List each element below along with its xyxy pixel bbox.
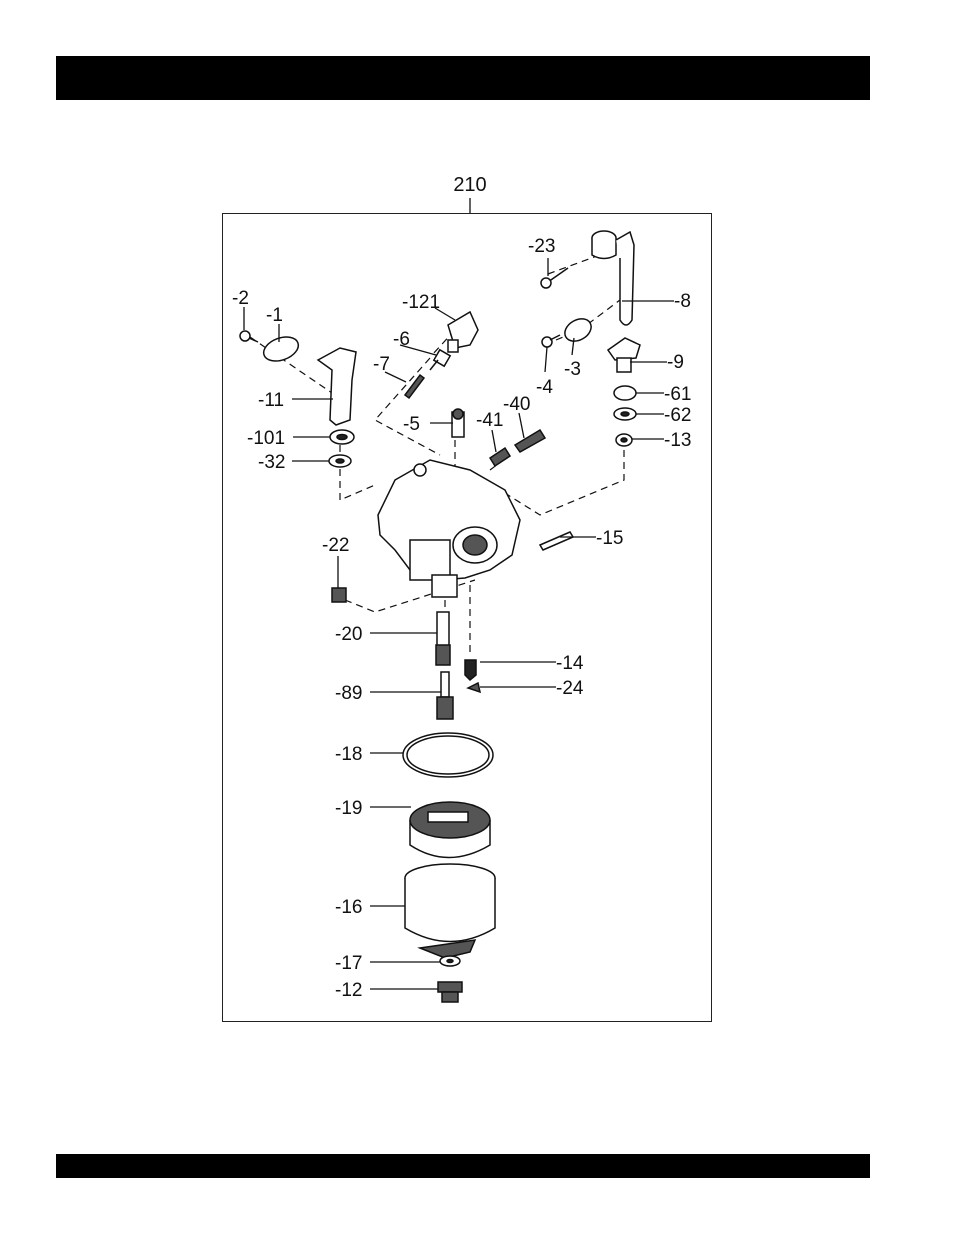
callout-32: -32 (258, 452, 285, 473)
callout-24: -24 (556, 678, 584, 699)
main-jet-89-part (437, 672, 453, 719)
callout-16: -16 (335, 897, 362, 918)
carburetor-body-part (378, 460, 520, 597)
float-bowl-16-part (405, 864, 495, 958)
washer-17-part (440, 956, 460, 966)
idle-screw-6-part (430, 350, 450, 370)
callout-23: -23 (528, 236, 555, 257)
callout-7: -7 (373, 354, 390, 375)
throttle-stop-9-part (608, 338, 640, 372)
callout-61: -61 (664, 384, 691, 405)
callout-14: -14 (556, 653, 584, 674)
float-19-part (410, 802, 490, 858)
callout-5: -5 (403, 414, 420, 435)
bushing-13-part (616, 434, 632, 446)
callout-8: -8 (674, 291, 691, 312)
throttle-plate-3-part (561, 314, 595, 345)
spring-7-part (405, 375, 424, 398)
callout-1: -1 (266, 305, 283, 326)
clip-24-part (468, 683, 480, 692)
gasket-18-part (403, 733, 493, 777)
nozzle-20-part (436, 612, 450, 665)
screw-23-part (541, 268, 568, 288)
callout-41: -41 (476, 410, 503, 431)
callout-3: -3 (564, 359, 581, 380)
bolt-12-part (438, 982, 462, 1002)
pin-15-part (540, 532, 573, 550)
callout-6: -6 (393, 329, 410, 350)
washer-101-part (330, 430, 354, 444)
jet-5-part (452, 409, 464, 437)
callout-9: -9 (667, 352, 684, 373)
callout-40: -40 (503, 394, 530, 415)
callout-22: -22 (322, 535, 349, 556)
callout-19: -19 (335, 798, 362, 819)
screw-4-part (542, 335, 560, 347)
choke-plate-1-part (260, 333, 301, 366)
spring-41-part (490, 448, 510, 466)
callout-4: -4 (536, 377, 553, 398)
callout-13: -13 (664, 430, 691, 451)
callout-11: -11 (258, 390, 284, 411)
callout-12: -12 (335, 980, 362, 1001)
callout-17: -17 (335, 953, 362, 974)
callout-121: -121 (402, 292, 440, 313)
callout-20: -20 (335, 624, 362, 645)
washer-62-part (614, 408, 636, 420)
footer-bar (56, 1154, 870, 1178)
screw-40-part (515, 430, 545, 452)
washer-32-part (329, 455, 351, 467)
callout-62: -62 (664, 405, 691, 426)
callout-15: -15 (596, 528, 623, 549)
choke-shaft-11-part (318, 348, 356, 425)
throttle-shaft-8-part (592, 231, 634, 325)
seal-61-part (614, 386, 636, 400)
callout-89: -89 (335, 683, 362, 704)
needle-14-part (465, 660, 476, 680)
callout-18: -18 (335, 744, 362, 765)
screw-2-part (240, 331, 258, 342)
callout-2: -2 (232, 288, 249, 309)
callout-101: -101 (247, 428, 285, 449)
plug-22-part (332, 588, 346, 602)
